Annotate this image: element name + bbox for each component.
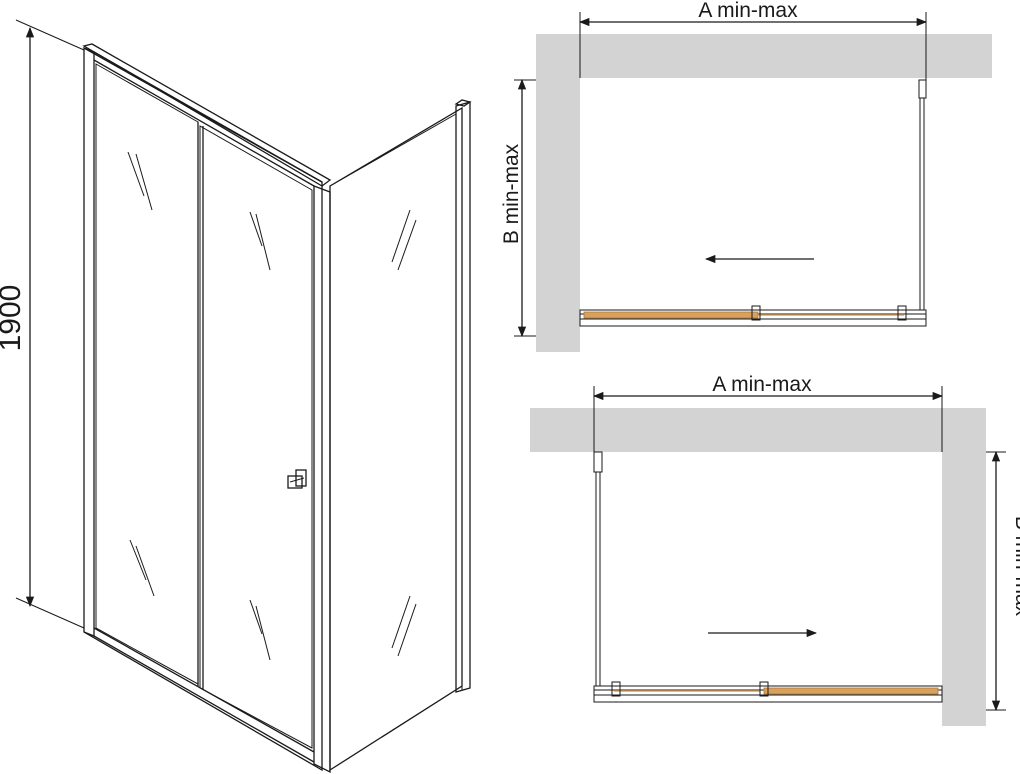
plan-left-opening: A min-max B min-max <box>500 0 992 352</box>
wall-profile <box>593 451 603 473</box>
depth-dimension: B min-max <box>986 450 1020 712</box>
perspective-view: 1900 <box>0 19 472 774</box>
depth-dimension: B min-max <box>500 78 536 338</box>
depth-label: B min-max <box>500 143 523 244</box>
plan-right-opening: A min-max B min-max <box>530 373 1020 726</box>
side-reflection-marks <box>391 209 417 657</box>
glass-reflection-marks <box>127 151 271 661</box>
door-handle-icon <box>287 469 307 489</box>
width-dimension: A min-max <box>578 0 928 80</box>
width-label: A min-max <box>712 373 812 396</box>
wall-profile <box>918 79 927 99</box>
height-label: 1900 <box>0 285 27 352</box>
front-panel <box>82 43 332 774</box>
width-dimension: A min-max <box>592 373 944 454</box>
sliding-door <box>763 687 939 695</box>
sliding-door <box>583 311 759 319</box>
height-dimension: 1900 <box>0 19 85 629</box>
side-wall <box>536 34 580 352</box>
back-wall <box>536 34 992 78</box>
side-panel <box>329 99 472 772</box>
width-label: A min-max <box>698 0 798 22</box>
depth-label: B min-max <box>1011 516 1020 617</box>
side-wall <box>942 408 986 726</box>
back-wall <box>530 408 986 452</box>
